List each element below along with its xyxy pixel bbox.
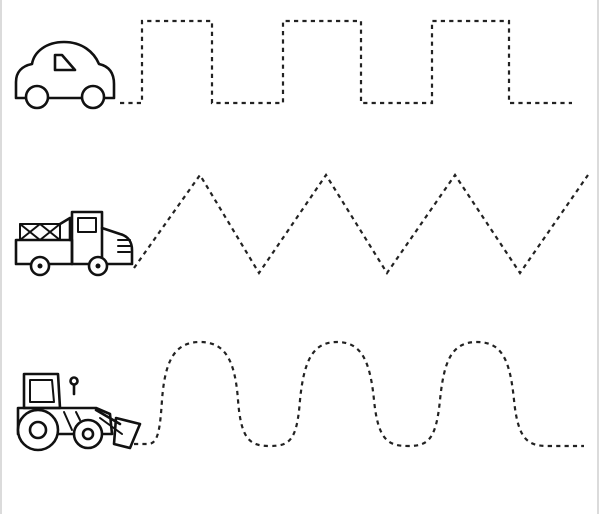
car-icon — [14, 40, 116, 110]
tractor-loader-icon — [16, 372, 142, 452]
square-wave-trace — [120, 19, 572, 105]
wave-trace — [134, 340, 584, 448]
tow-truck-icon — [14, 210, 134, 277]
zigzag-trace — [133, 172, 589, 276]
